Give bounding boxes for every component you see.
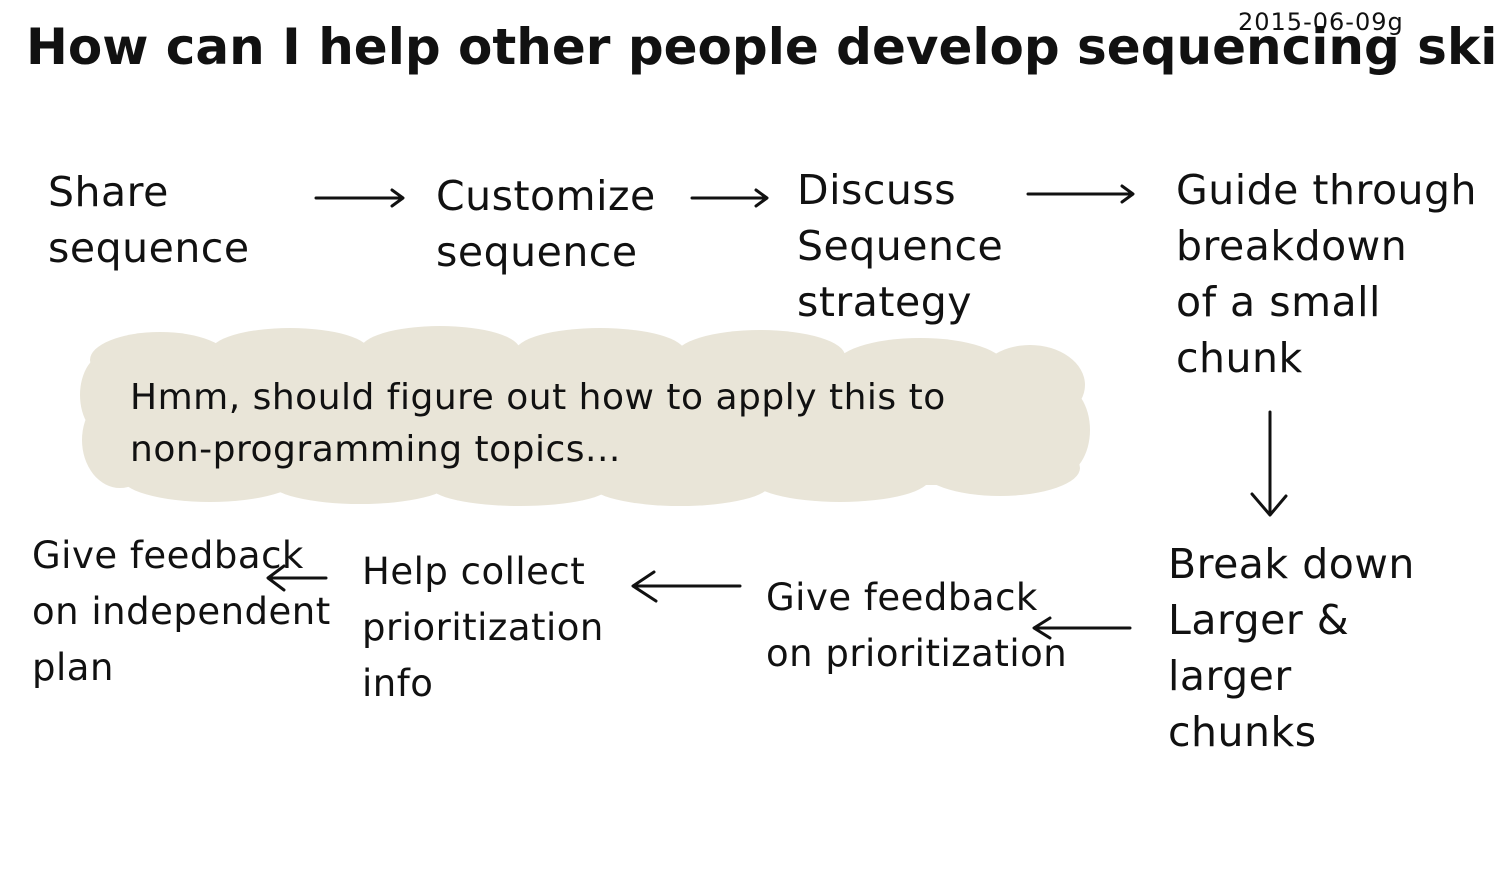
step-help-collect-prioritization-info: Help collect prioritization info xyxy=(362,550,604,705)
note-text: Hmm, should figure out how to apply this… xyxy=(130,377,946,470)
step-discuss-sequence-strategy: Discuss Sequence strategy xyxy=(797,166,1004,326)
date-label: 2015-06-09g xyxy=(1238,8,1404,36)
step-share-sequence: Share sequence xyxy=(48,168,250,272)
step-customize-sequence: Customize sequence xyxy=(436,172,656,276)
arrow-feedback-to-help-collect xyxy=(631,570,742,603)
note-bubble-shape xyxy=(80,326,1090,506)
arrow-share-to-customize xyxy=(314,188,405,208)
arrow-guide-to-break-down xyxy=(1250,410,1288,517)
step-give-feedback-independent-plan: Give feedback on independent plan xyxy=(32,534,331,689)
page-title: How can I help other people develop sequ… xyxy=(26,18,1497,76)
arrow-help-collect-to-feedback-plan xyxy=(266,564,328,592)
step-break-down-larger-chunks: Break down Larger & larger chunks xyxy=(1168,540,1415,756)
arrow-break-down-to-feedback-prioritization xyxy=(1032,616,1132,640)
arrow-customize-to-discuss xyxy=(690,188,769,208)
arrow-discuss-to-guide xyxy=(1026,184,1135,204)
step-guide-through-breakdown: Guide through breakdown of a small chunk xyxy=(1176,166,1478,382)
step-give-feedback-prioritization: Give feedback on prioritization xyxy=(766,576,1068,675)
